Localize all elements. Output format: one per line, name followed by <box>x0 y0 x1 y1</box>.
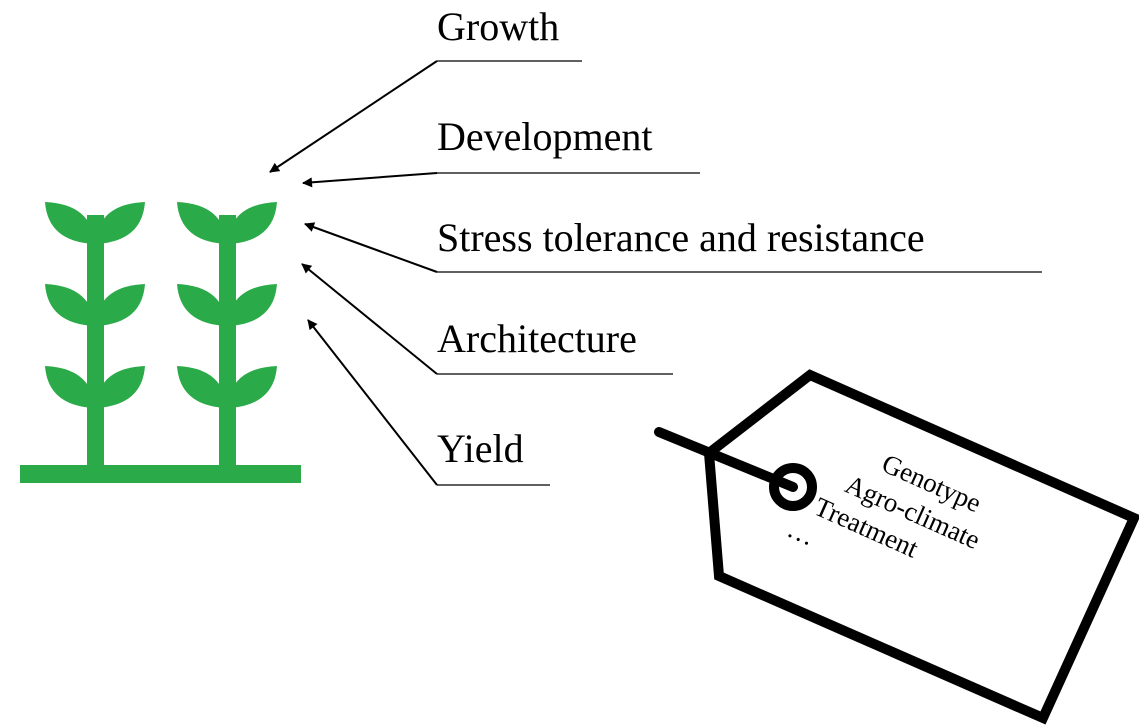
right-stem <box>219 215 236 467</box>
trait-label-stress: Stress tolerance and resistance <box>437 215 925 260</box>
leaf <box>227 366 277 408</box>
leaf <box>45 366 95 408</box>
leaf <box>177 284 227 326</box>
arrow-architecture <box>301 263 438 375</box>
leaf <box>95 366 145 408</box>
leaf <box>177 366 227 408</box>
leaf <box>95 284 145 326</box>
ground-bar <box>20 465 301 483</box>
trait-label-development: Development <box>437 114 653 159</box>
plant-icon <box>20 202 301 483</box>
leaf <box>45 202 95 244</box>
leaf <box>95 202 145 244</box>
tag-string <box>654 427 798 492</box>
tag-outline <box>703 369 1139 725</box>
trait-yield: Yield <box>307 319 550 486</box>
leaf <box>227 202 277 244</box>
trait-stress: Stress tolerance and resistance <box>304 215 1042 273</box>
tag-eyelet <box>769 463 817 511</box>
trait-architecture: Architecture <box>301 263 673 375</box>
leaf <box>177 202 227 244</box>
trait-growth: Growth <box>269 4 582 173</box>
trait-label-growth: Growth <box>437 4 559 49</box>
arrow-growth <box>269 60 438 173</box>
trait-label-architecture: Architecture <box>437 316 637 361</box>
left-stem <box>87 215 104 467</box>
tag-text-block: Genotype Agro-climate Treatment … <box>783 448 986 564</box>
leaf <box>227 284 277 326</box>
label-tag-icon: Genotype Agro-climate Treatment … <box>654 369 1139 725</box>
trait-label-yield: Yield <box>437 426 524 471</box>
arrow-yield <box>307 319 438 486</box>
arrow-stress <box>304 222 438 273</box>
leaf <box>45 284 95 326</box>
trait-development: Development <box>302 114 700 188</box>
arrow-development <box>302 172 438 188</box>
